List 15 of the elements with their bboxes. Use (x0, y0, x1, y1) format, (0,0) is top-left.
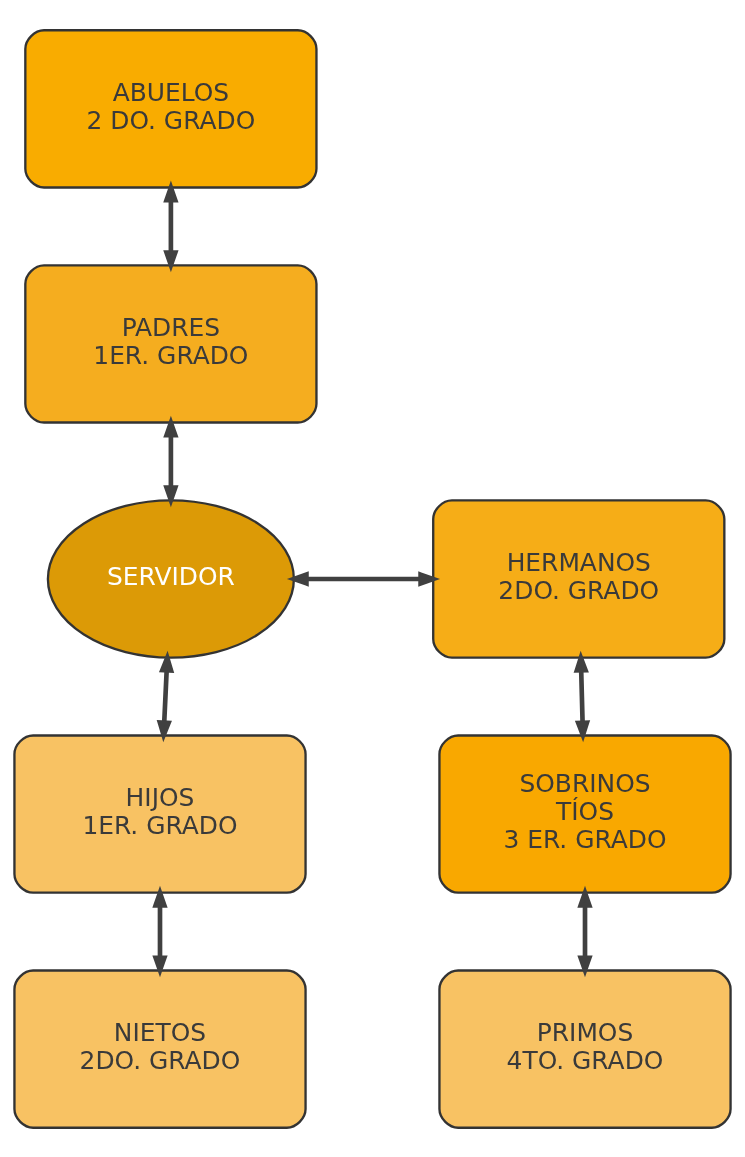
arrow (152, 885, 168, 977)
node-box: PRIMOS 4TO. GRADO (438, 968, 732, 1129)
arrow (163, 415, 179, 507)
node-box: PADRES 1ER. GRADO (24, 263, 318, 424)
arrow (156, 650, 175, 742)
node-ellipse: SERVIDOR (46, 498, 296, 659)
node-box: ABUELOS 2 DO. GRADO (24, 28, 318, 189)
arrow (573, 650, 591, 742)
node-box: NIETOS 2DO. GRADO (13, 968, 307, 1129)
node-box: SOBRINOS TÍOS 3 ER. GRADO (438, 733, 732, 894)
node-box: HIJOS 1ER. GRADO (13, 733, 307, 894)
arrow (577, 885, 593, 977)
arrow (286, 570, 441, 587)
arrow (163, 180, 179, 272)
node-box: HERMANOS 2DO. GRADO (432, 498, 726, 659)
